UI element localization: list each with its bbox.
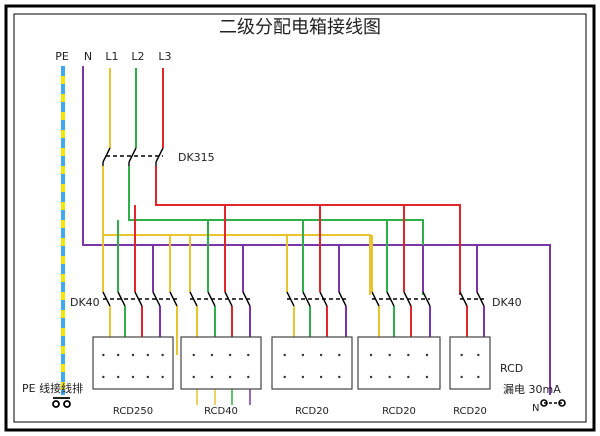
terminal-dot — [388, 353, 391, 357]
branch-switch-contact — [476, 291, 485, 307]
branch-switch-right-label: DK40 — [492, 296, 522, 309]
terminal-dot — [247, 375, 250, 379]
pe-terminal-bar — [52, 397, 71, 408]
terminal-dot — [247, 353, 250, 357]
terminal-dot — [460, 375, 463, 379]
terminal-dot — [477, 353, 480, 357]
terminal-dot — [319, 375, 323, 379]
branch-switch-left-label: DK40 — [70, 296, 100, 309]
l2-bus — [128, 166, 424, 295]
rcd-box — [271, 336, 353, 390]
terminal-dot — [146, 375, 150, 379]
n-label: N — [84, 50, 92, 63]
terminal-dot — [102, 353, 105, 357]
inner-frame — [13, 13, 587, 423]
terminal-dot — [319, 353, 323, 357]
rcd-box-label: RCD40 — [204, 406, 238, 417]
l1-label: L1 — [105, 50, 118, 63]
branch-switch-contact — [117, 291, 126, 307]
terminal-dot — [477, 375, 480, 379]
pe-label: PE — [55, 50, 69, 63]
rcd-boxes: RCD250 RCD40 RCD20 RCD20 RCD20 — [92, 336, 491, 417]
terminal-dot — [425, 375, 429, 379]
terminal-dot — [102, 375, 105, 379]
rcd-box — [357, 336, 441, 390]
branch-switch-contact — [338, 291, 347, 307]
rcd-box-label: RCD20 — [295, 406, 329, 417]
terminal-dot — [425, 353, 429, 357]
branch-switch-contact — [152, 291, 161, 307]
main-switch-label: DK315 — [178, 151, 215, 164]
rcd-label: RCD — [500, 362, 523, 375]
rcd-box — [92, 336, 174, 390]
diagram-title: 二级分配电箱接线图 — [219, 17, 381, 38]
rcd-box — [449, 336, 491, 390]
terminal-dot — [338, 375, 341, 379]
n-bar-label: N — [532, 403, 539, 414]
rcd-box-label: RCD250 — [113, 406, 153, 417]
terminal-dot — [407, 375, 410, 379]
terminal-dot — [146, 353, 150, 357]
terminal-dot — [210, 375, 214, 379]
terminal-dot — [116, 375, 120, 379]
terminal-dot — [283, 375, 286, 379]
n-terminal-bar — [540, 399, 566, 407]
terminal-dot — [161, 353, 164, 357]
terminal-dot — [301, 375, 305, 379]
terminal-dot — [460, 353, 463, 357]
terminal-dot — [116, 353, 120, 357]
l3-bus — [155, 166, 461, 295]
terminal-dot — [338, 353, 341, 357]
terminal-dot — [228, 353, 232, 357]
l2-label: L2 — [131, 50, 144, 63]
terminal-dot — [301, 353, 305, 357]
terminal-dot — [369, 353, 373, 357]
terminal-dot — [228, 375, 232, 379]
pe-bar-label: PE 线接线排 — [22, 381, 83, 395]
terminal-dot — [192, 353, 195, 357]
rcd-box-label: RCD20 — [382, 406, 416, 417]
n-conductor — [82, 66, 551, 395]
rcd-box — [180, 336, 262, 390]
terminal-dot — [210, 353, 214, 357]
terminal-dot — [192, 375, 195, 379]
branch-switch-contact — [386, 291, 395, 307]
terminal-dot — [283, 353, 286, 357]
l3-label: L3 — [158, 50, 171, 63]
branch-switch-contact — [422, 291, 431, 307]
terminal-dot — [369, 375, 373, 379]
leakage-label: 漏电 30mA — [503, 383, 561, 396]
outer-frame — [4, 4, 596, 432]
branch-risers — [102, 205, 485, 405]
terminal-dot — [161, 375, 164, 379]
terminal-dot — [388, 375, 391, 379]
terminal-dot — [407, 353, 410, 357]
terminal-dot — [131, 375, 135, 379]
l1-bus — [102, 166, 371, 295]
rcd-box-label: RCD20 — [453, 406, 487, 417]
branch-switches — [102, 291, 485, 307]
terminal-dot — [131, 353, 135, 357]
branch-switch-contact — [302, 291, 311, 307]
main-switch-dk315 — [102, 147, 164, 166]
